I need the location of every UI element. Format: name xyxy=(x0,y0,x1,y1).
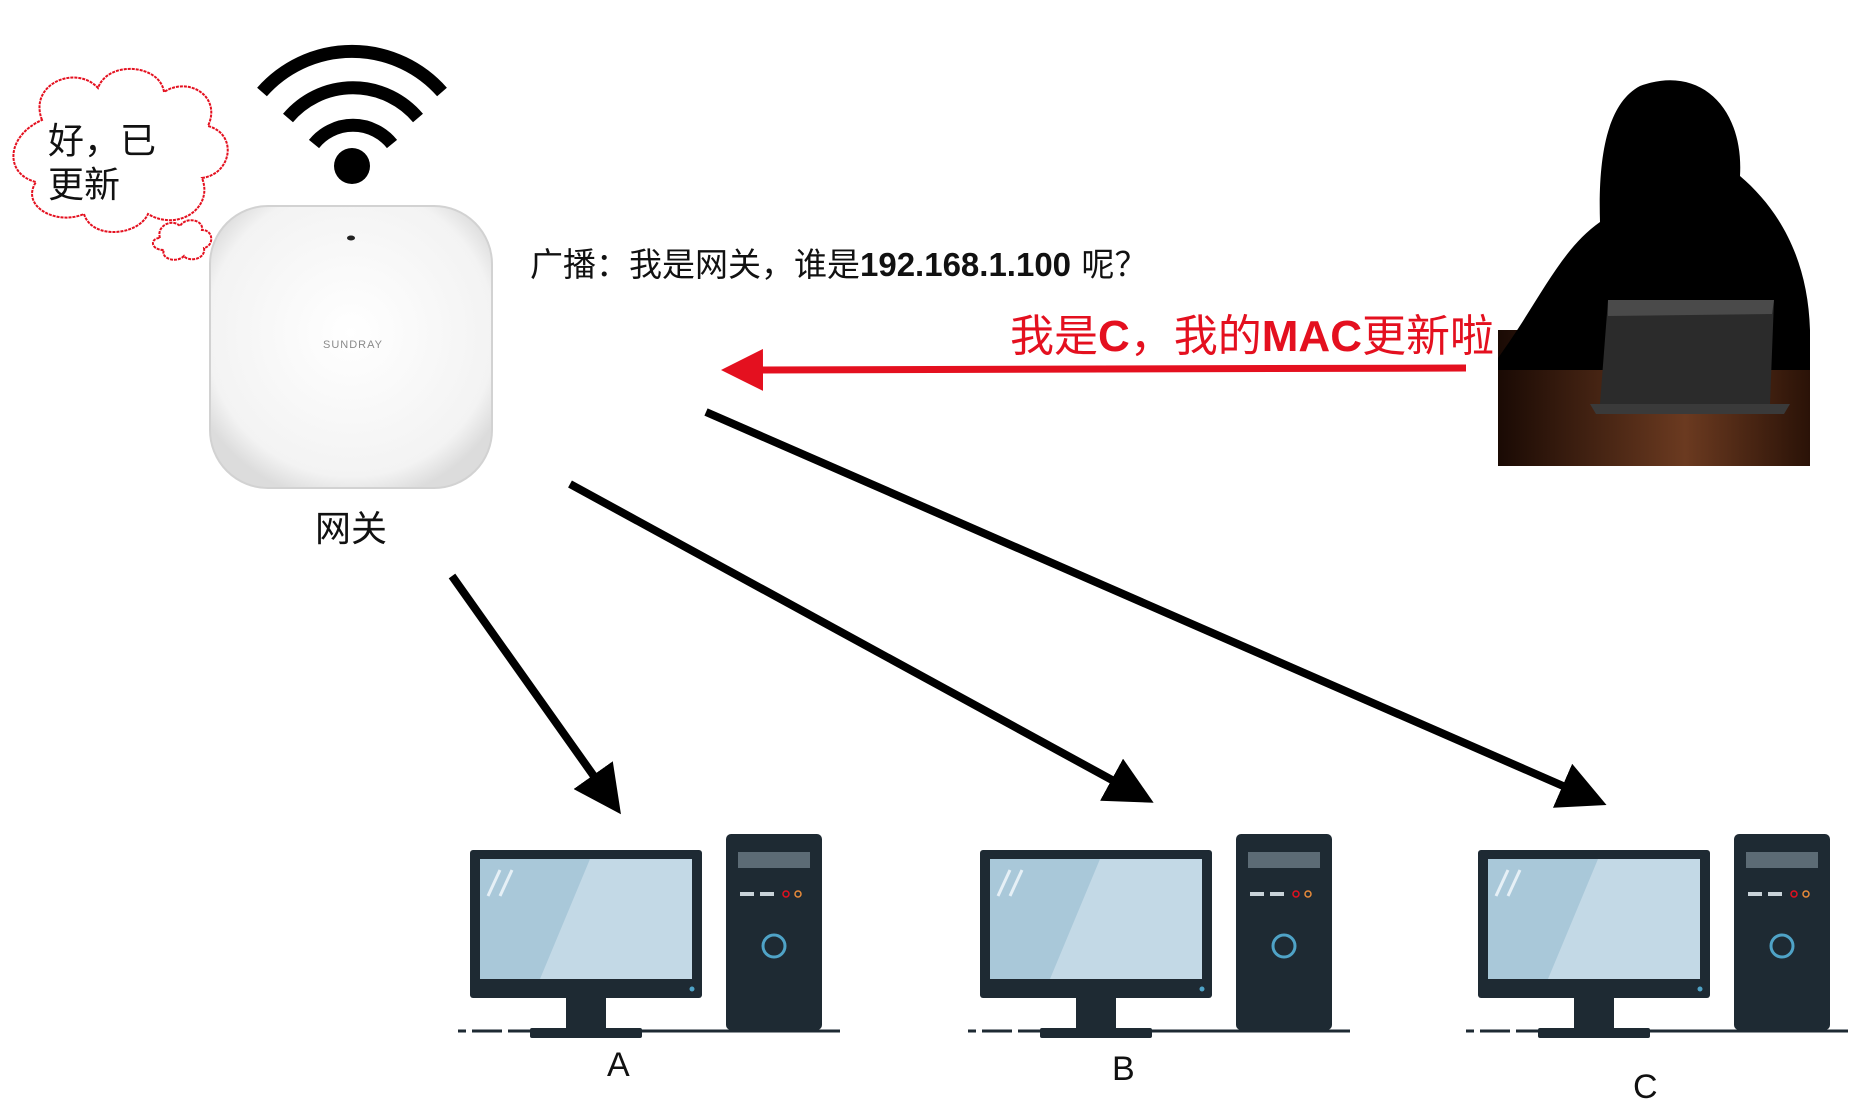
arrow-to-a xyxy=(448,573,621,815)
thought-bubble xyxy=(12,67,229,261)
broadcast-prefix: 广播：我是网关，谁是 xyxy=(530,245,860,284)
computer-a xyxy=(456,832,842,1040)
broadcast-text: 广播：我是网关，谁是192.168.1.100 呢？ xyxy=(530,238,1148,286)
thought-cloud-shape xyxy=(12,67,229,233)
wifi-icon xyxy=(257,44,447,184)
attacker-reply-part3: 更新啦 xyxy=(1361,311,1494,362)
attacker-reply-c: C xyxy=(1098,312,1130,361)
broadcast-ip: 192.168.1.100 xyxy=(860,246,1072,283)
computer-label-b: B xyxy=(1112,1050,1135,1088)
attacker-reply-part2: ，我的 xyxy=(1129,311,1262,362)
thought-line-2: 更新 xyxy=(48,165,121,206)
arrow-to-b xyxy=(568,480,1154,803)
attacker-reply-text: 我是C，我的MAC更新啦 xyxy=(1010,300,1494,364)
thought-cloud-small xyxy=(152,219,213,261)
computer-b xyxy=(966,832,1352,1040)
thought-line-1: 好，已 xyxy=(48,121,157,162)
spoof-reply-arrow xyxy=(721,348,1467,391)
arrow-to-c xyxy=(704,408,1607,808)
attacker-reply-mac: MAC xyxy=(1261,312,1362,361)
attacker-reply-part1: 我是 xyxy=(1010,311,1098,362)
gateway-label: 网关 xyxy=(315,509,388,550)
computer-c xyxy=(1464,832,1850,1040)
broadcast-suffix: 呢？ xyxy=(1071,245,1148,284)
computer-label-a: A xyxy=(607,1046,630,1084)
thought-text: 好，已 更新 xyxy=(48,120,178,208)
gateway-brand: SUNDRAY xyxy=(323,339,383,351)
status-led xyxy=(347,235,355,241)
computer-label-c: C xyxy=(1633,1068,1658,1106)
hacker-image xyxy=(1498,70,1810,466)
gateway-device xyxy=(209,205,493,489)
